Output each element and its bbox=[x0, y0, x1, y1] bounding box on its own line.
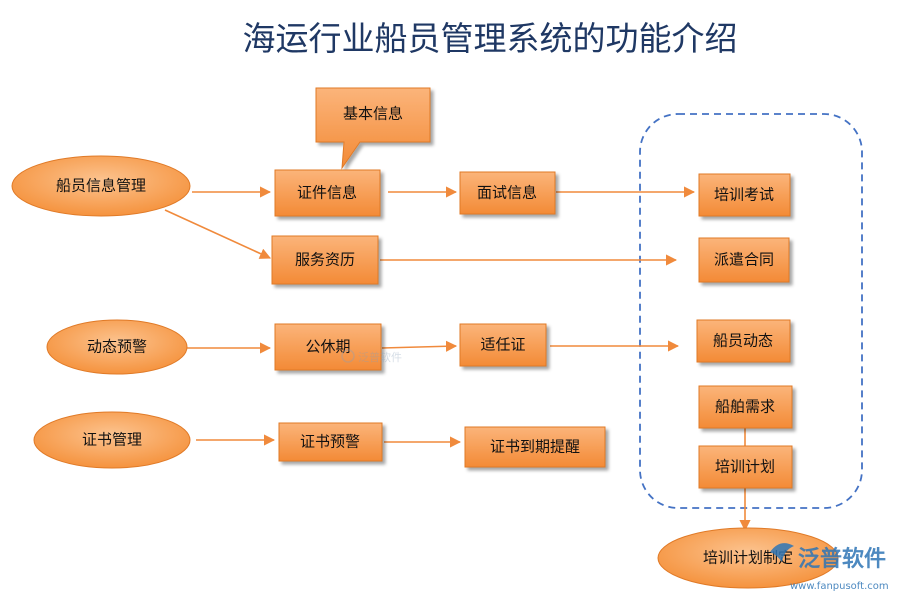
callout-label: 基本信息 bbox=[343, 105, 403, 123]
right-group-frame bbox=[639, 113, 863, 509]
box-service-record-label: 服务资历 bbox=[295, 251, 355, 269]
box-cert-expiry: 证书到期提醒 bbox=[464, 426, 606, 468]
connectors bbox=[164, 186, 751, 532]
page-title: 海运行业船员管理系统的功能介绍 bbox=[242, 19, 738, 58]
ellipse-crew-info: 船员信息管理 bbox=[11, 155, 191, 217]
box-dispatch-contract: 派遣合同 bbox=[698, 237, 790, 283]
box-certificate-info: 证件信息 bbox=[274, 169, 381, 217]
ellipse-training-plan-make: 培训计划制定 bbox=[657, 527, 839, 589]
center-watermark-text: 泛普软件 bbox=[358, 350, 402, 364]
box-training-exam: 培训考试 bbox=[698, 173, 791, 217]
box-dispatch-contract-label: 派遣合同 bbox=[714, 251, 774, 269]
box-cert-alert-label: 证书预警 bbox=[300, 433, 360, 451]
box-cert-alert: 证书预警 bbox=[278, 422, 383, 462]
ellipse-dynamic-alert-label: 动态预警 bbox=[87, 338, 147, 356]
box-interview-info: 面试信息 bbox=[459, 171, 556, 215]
box-cert-expiry-label: 证书到期提醒 bbox=[490, 438, 580, 456]
center-watermark: 泛普软件 bbox=[341, 349, 402, 364]
box-ship-demand: 船舶需求 bbox=[698, 385, 793, 429]
arrow-leave-to-competency bbox=[381, 340, 458, 352]
box-crew-dynamics: 船员动态 bbox=[696, 319, 791, 363]
ellipse-dynamic-alert: 动态预警 bbox=[46, 319, 188, 375]
title-area: 海运行业船员管理系统的功能介绍 bbox=[0, 0, 900, 60]
ellipse-cert-mgmt-label: 证书管理 bbox=[82, 431, 142, 449]
ellipse-crew-info-label: 船员信息管理 bbox=[56, 177, 146, 195]
arrow-crew-to-service bbox=[164, 209, 272, 259]
box-crew-dynamics-label: 船员动态 bbox=[713, 332, 773, 350]
box-ship-demand-label: 船舶需求 bbox=[715, 398, 775, 416]
box-certificate-info-label: 证件信息 bbox=[297, 184, 357, 202]
box-training-exam-label: 培训考试 bbox=[714, 186, 774, 204]
ellipse-cert-mgmt: 证书管理 bbox=[33, 411, 191, 469]
callout-basic-info bbox=[315, 87, 431, 170]
box-service-record: 服务资历 bbox=[271, 235, 379, 285]
box-public-leave: 公休期 bbox=[274, 323, 382, 371]
ellipse-training-plan-make-label: 培训计划制定 bbox=[703, 549, 793, 567]
brand-logo: 泛普软件 www.fanpusoft.com bbox=[770, 543, 889, 592]
box-competency-cert: 适任证 bbox=[459, 323, 547, 367]
brand-name: 泛普软件 bbox=[798, 546, 886, 572]
brand-url: www.fanpusoft.com bbox=[790, 581, 889, 592]
brand-logo-icon bbox=[770, 543, 794, 562]
box-competency-cert-label: 适任证 bbox=[480, 336, 525, 354]
box-training-plan-label: 培训计划 bbox=[715, 458, 775, 476]
box-public-leave-label: 公休期 bbox=[305, 338, 350, 356]
box-training-plan: 培训计划 bbox=[698, 445, 793, 489]
box-interview-info-label: 面试信息 bbox=[477, 184, 537, 202]
